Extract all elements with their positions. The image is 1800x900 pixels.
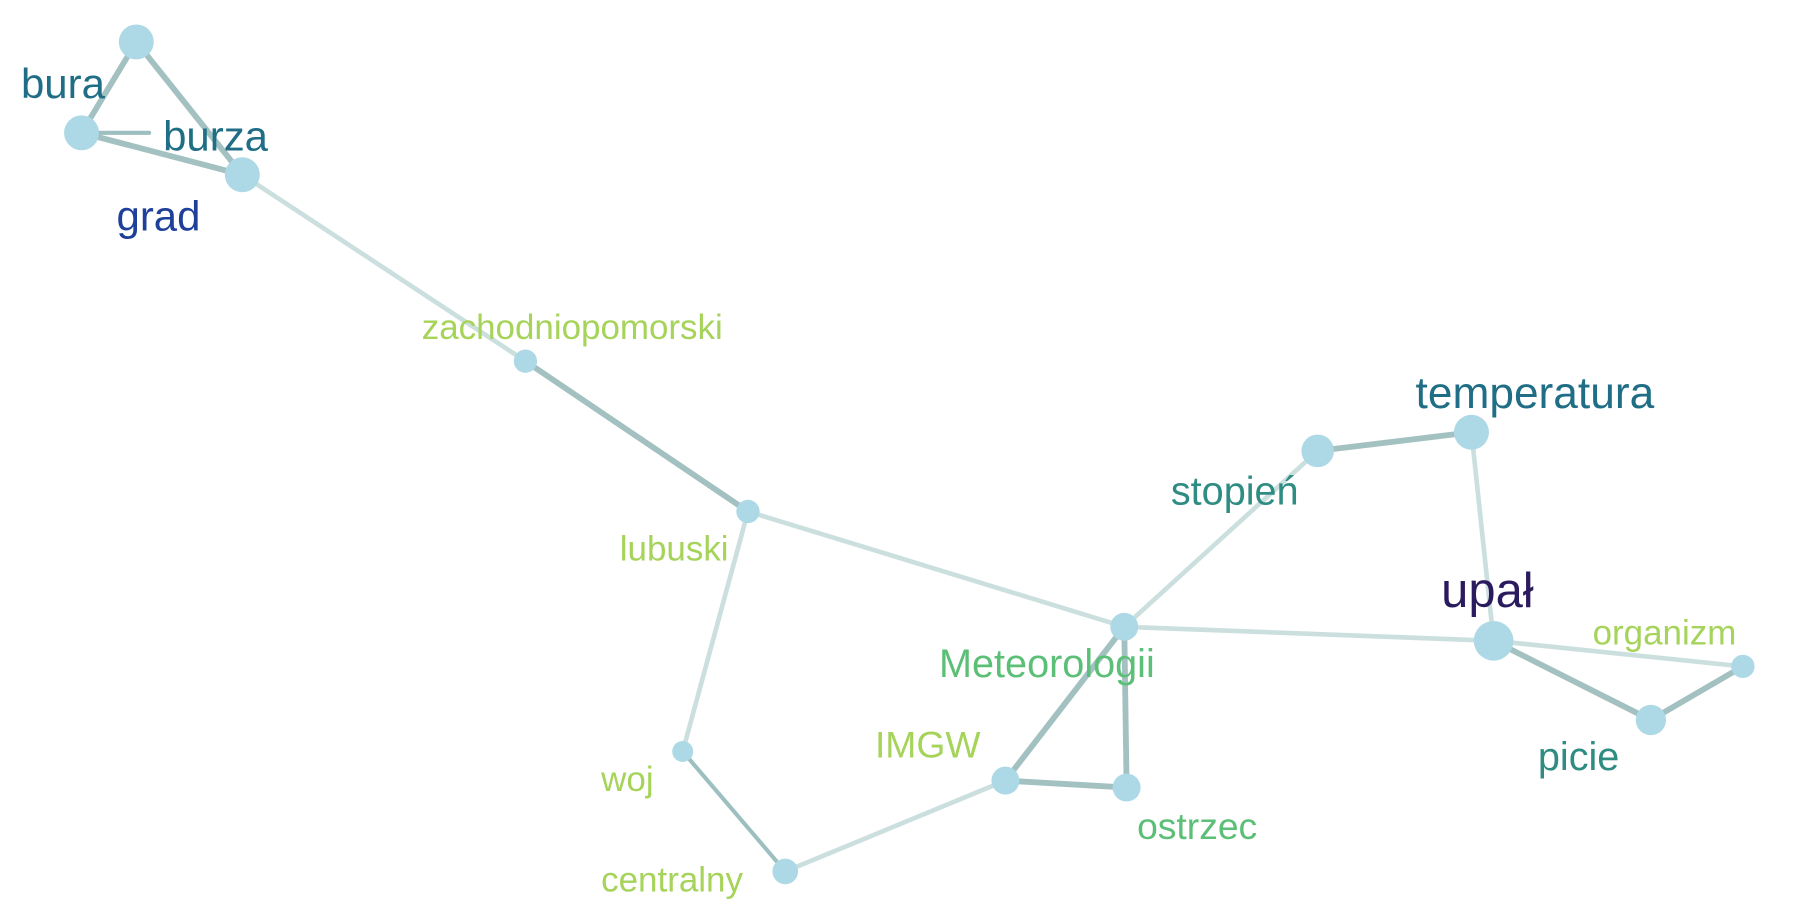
label-organizm: organizm [1593,613,1737,652]
edge-top-grad [133,39,246,178]
label-woj: woj [600,760,653,799]
edge-temperatura-upal [1469,429,1496,644]
nodes-layer [64,24,1755,885]
edge-grad-zachodniopomorski [239,172,528,364]
edge-top-bura [78,39,140,136]
label-temperatura: temperatura [1416,369,1655,418]
edge-stopien-temperatura [1314,429,1475,454]
node-top [118,24,154,60]
edge-IMGW-ostrzec [1002,777,1130,791]
edge-Meteorologii-ostrzec [1121,623,1130,791]
node-organizm [1731,654,1755,679]
edge-bura-grad [78,129,246,178]
edge-picie-organizm [1647,663,1746,723]
label-stopien: stopień [1171,469,1299,513]
node-IMGW [991,766,1020,795]
node-lubuski [736,499,760,524]
label-upal: upał [1441,564,1534,618]
labels-layer: bura burza grad zachodniopomorski lubuski woj… [21,60,1736,899]
label-lubuski: lubuski [620,529,729,568]
label-ostrzec: ostrzec [1137,805,1257,847]
node-picie [1635,704,1667,736]
label-picie: picie [1538,735,1619,779]
label-grad: grad [117,193,201,240]
edge-upal-picie [1490,637,1654,723]
node-upal [1473,620,1514,661]
edge-Meteorologii-stopien [1121,448,1321,630]
node-bura [64,115,100,151]
edge-lubuski-Meteorologii [745,509,1127,630]
edge-IMGW-Meteorologii [1002,623,1128,784]
label-burza: burza [163,112,269,159]
node-Meteorologii [1110,612,1139,641]
edge-upal-organizm [1491,638,1746,669]
label-IMGW: IMGW [875,723,981,765]
node-woj [672,740,694,762]
edge-Meteorologii-upal [1121,624,1496,644]
node-stopien [1301,434,1334,468]
node-temperatura [1453,414,1489,450]
label-centralny: centralny [601,860,743,899]
edges-layer [78,39,1746,874]
edge-woj-centralny [680,749,788,874]
label-zachodniopomorski: zachodniopomorski [422,308,723,347]
node-centralny [772,858,799,885]
edge-zachodniopomorski-lubuski [522,358,751,515]
edge-lubuski-woj [680,509,751,754]
label-Meteorologii: Meteorologii [939,642,1155,686]
node-grad [224,157,260,193]
edge-centralny-IMGW [782,778,1008,874]
label-bura: bura [21,60,106,107]
node-zachodniopomorski [513,349,538,373]
node-ostrzec [1112,773,1141,802]
